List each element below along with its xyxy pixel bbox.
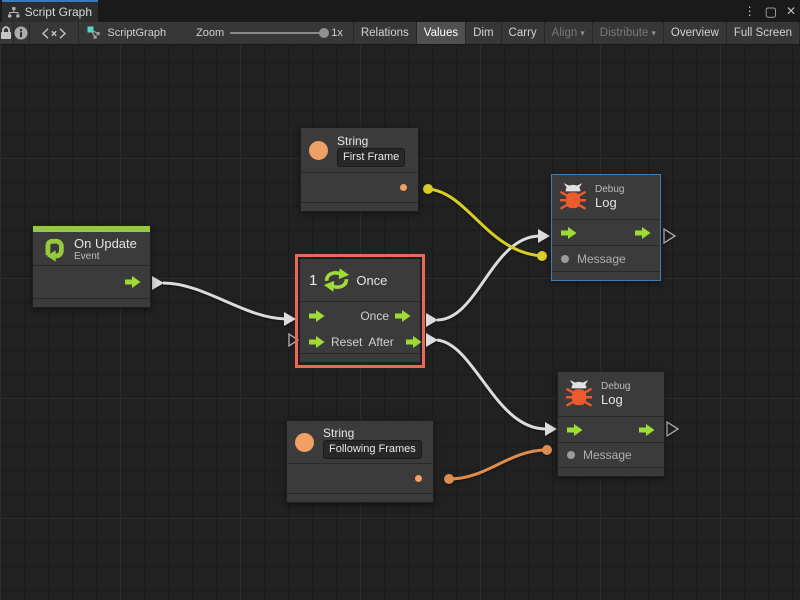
node-title: On Update [74,235,137,251]
wire-string-to-message-bottom[interactable] [444,445,552,484]
edit-code-button[interactable] [30,22,80,44]
tab-bar: Script Graph ⋮ ▢ ✕ [0,0,800,22]
debug-top-out-triangle[interactable] [663,227,677,245]
after-label: After [368,334,394,349]
flow-output-port[interactable] [125,276,141,288]
wire-string-to-message-top[interactable] [423,184,547,261]
node-subtitle: Debug [595,184,625,195]
overview-button[interactable]: Overview [664,22,727,44]
values-button[interactable]: Values [416,22,467,44]
zoom-value: 1x [331,27,343,39]
flow-output-port[interactable] [639,424,655,436]
string-output-port[interactable] [309,140,328,160]
toolbar-buttons: Relations Values Dim Carry Align ▾ Distr… [352,22,800,44]
wire-once-to-debug-top[interactable] [426,229,550,327]
node-footer [33,298,150,307]
node-footer [552,271,660,280]
node-title: Once [356,272,388,288]
event-color-bar [33,226,150,232]
window-menu-icon[interactable]: ⋮ [743,4,756,18]
node-subtitle: Event [74,250,100,262]
chevron-down-icon: ▾ [651,27,656,38]
node-footer [300,353,420,362]
distribute-button[interactable]: Distribute ▾ [593,22,664,44]
tab-title: Script Graph [24,5,92,19]
node-title: Log [601,392,623,407]
node-string-following[interactable]: String Following Frames [286,420,434,503]
message-input-port[interactable] [561,254,569,263]
message-label: Message [583,448,632,462]
value-output-dot[interactable] [415,475,422,482]
value-output-dot[interactable] [400,184,407,191]
bug-icon [566,380,592,408]
node-footer [558,467,664,476]
reset-label: Reset [331,334,363,349]
bug-icon [560,183,586,211]
zoom-label: Zoom [196,27,225,39]
reset-input-port[interactable] [309,336,325,348]
node-footer [301,202,418,211]
cycle-icon [323,268,350,292]
align-button[interactable]: Align ▾ [545,22,593,44]
debug-bottom-out-triangle[interactable] [666,420,680,438]
node-title: String [337,133,369,148]
zoom-slider[interactable] [230,28,330,38]
graph-toolbar: ScriptGraph Zoom 1x Relations Values Dim… [0,22,800,45]
node-debug-log-bottom[interactable]: Debug Log Message [557,371,665,477]
string-value-field[interactable]: Following Frames [323,439,422,459]
node-subtitle: Debug [601,381,631,392]
window-close-icon[interactable]: ✕ [785,4,796,18]
window-maximize-icon[interactable]: ▢ [764,3,777,19]
code-icon [42,28,66,39]
graph-name-label: ScriptGraph [107,27,167,39]
info-icon [14,26,28,40]
graph-name-group[interactable]: ScriptGraph [79,22,174,44]
wire-onupdate-to-once[interactable] [152,276,296,326]
lock-button[interactable] [0,22,14,44]
node-on-update[interactable]: On Update Event [32,225,151,308]
tab-script-graph[interactable]: Script Graph [2,0,98,22]
node-footer [287,493,433,502]
once-badge: 1 [309,271,318,289]
flow-output-port[interactable] [635,227,651,239]
info-button[interactable] [14,22,31,44]
message-input-port[interactable] [567,451,575,459]
once-output-port[interactable] [395,310,411,322]
flow-input-port[interactable] [309,310,325,322]
graph-canvas[interactable]: String First Frame Debug Log [0,45,800,600]
graph-tree-icon [8,6,20,19]
wire-after-to-debug-bottom[interactable] [426,333,557,436]
node-once[interactable]: 1 Once Once Reset After [299,258,421,363]
dim-button[interactable]: Dim [466,22,502,44]
after-output-port[interactable] [406,336,422,348]
lock-icon [0,26,12,40]
full-screen-button[interactable]: Full Screen [727,22,800,44]
relations-button[interactable]: Relations [354,22,417,44]
selection-outline: 1 Once Once Reset After [295,254,425,368]
string-output-port[interactable] [295,432,314,452]
flow-input-port[interactable] [567,424,583,436]
node-string-first[interactable]: String First Frame [300,127,419,212]
zoom-slider-handle[interactable] [319,28,330,38]
zoom-group: Zoom 1x [188,22,351,44]
message-label: Message [577,251,626,266]
carry-button[interactable]: Carry [502,22,545,44]
script-graph-icon [87,26,101,40]
string-value-field[interactable]: First Frame [337,147,406,167]
update-loop-icon [41,236,67,262]
node-title: String [323,425,355,440]
node-debug-log-top[interactable]: Debug Log Message [551,174,661,281]
flow-input-port[interactable] [561,227,577,239]
node-title: Log [595,195,617,210]
chevron-down-icon: ▾ [580,27,585,38]
once-out-label: Once [360,309,389,323]
